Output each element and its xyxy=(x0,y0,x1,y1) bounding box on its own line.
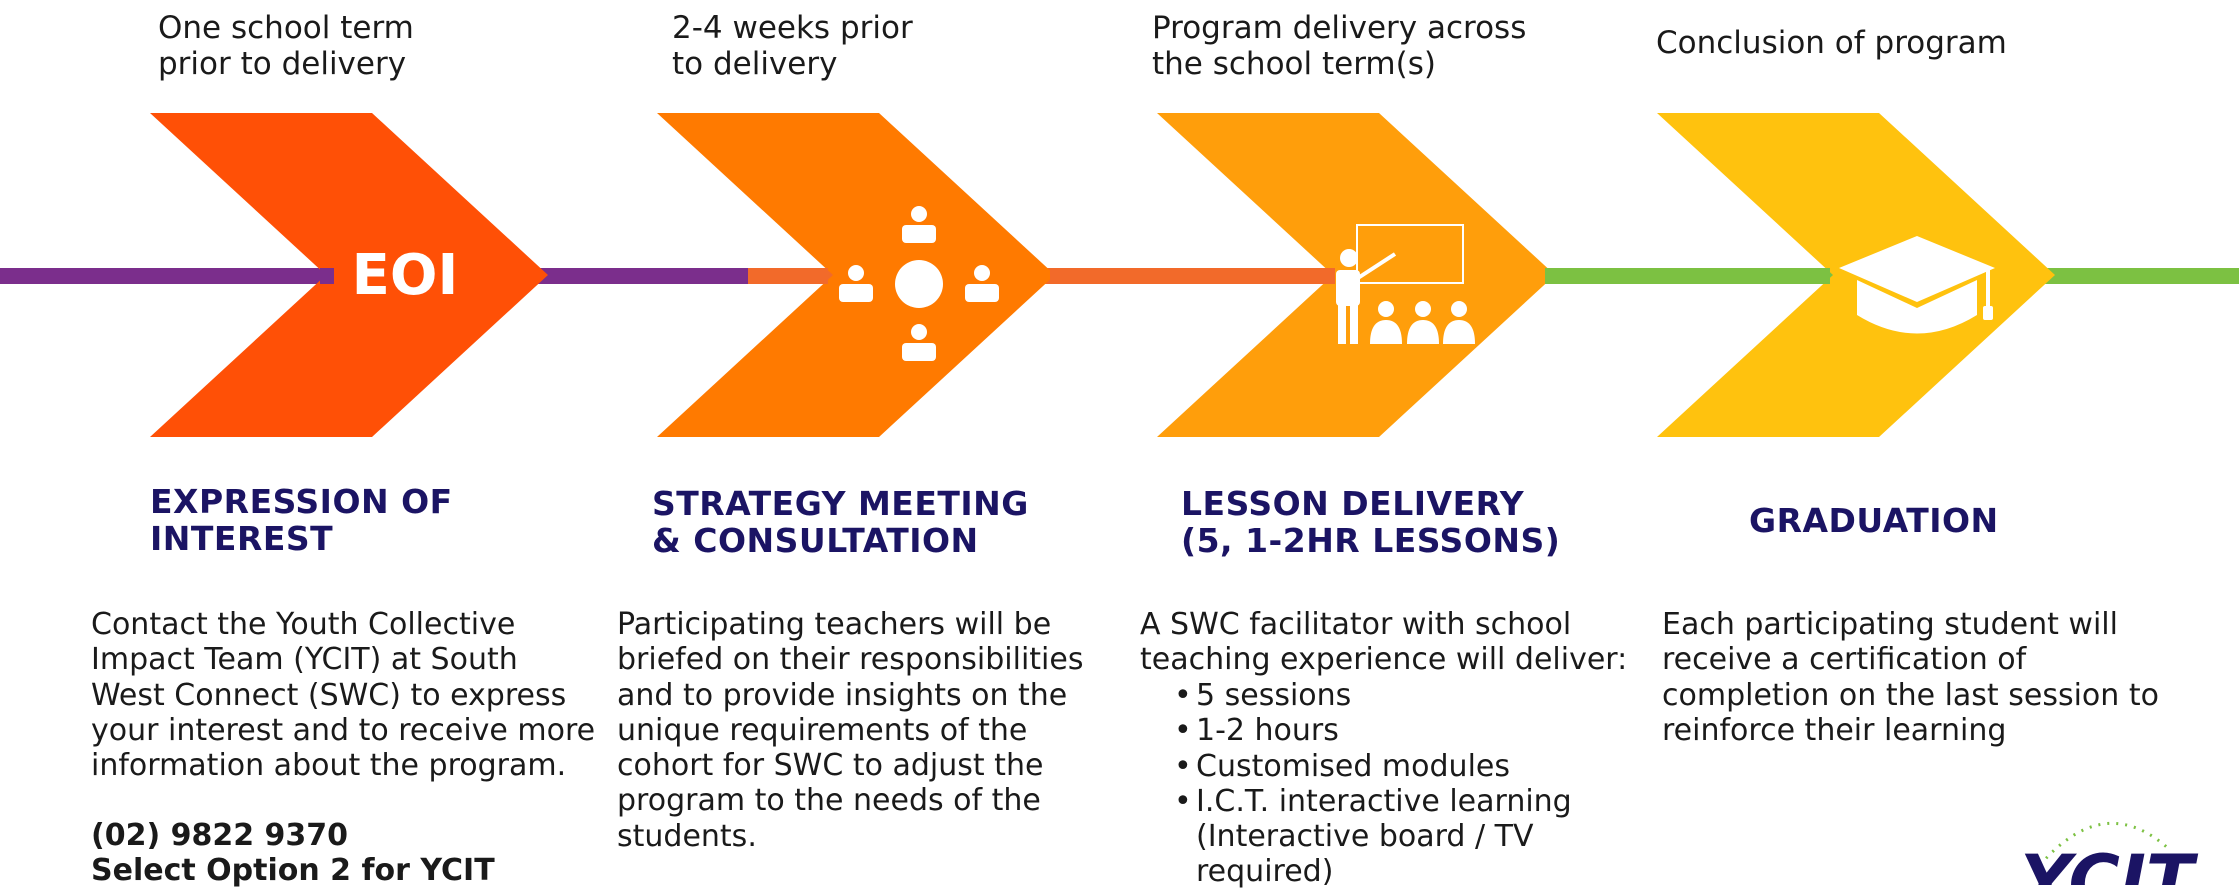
contact-option: Select Option 2 for YCIT xyxy=(91,853,495,888)
meeting-icon xyxy=(839,206,999,361)
stage-2-heading: STRATEGY MEETING & CONSULTATION xyxy=(652,484,1029,560)
stage-4-timing: Conclusion of program xyxy=(1656,25,2007,61)
stage-4-heading: GRADUATION xyxy=(1749,501,1999,540)
stage-1-heading: EXPRESSION OF INTEREST xyxy=(150,482,453,558)
connector-line-in-chevron-4 xyxy=(1545,268,1830,284)
stage-1-description: Contact the Youth Collective Impact Team… xyxy=(91,607,596,784)
stage-4-description: Each participating student will receive … xyxy=(1662,607,2159,748)
stage-1-timing: One school term prior to delivery xyxy=(158,10,414,82)
stage-2-description: Participating teachers will be briefed o… xyxy=(617,607,1084,854)
list-item: 5 sessions xyxy=(1168,678,1572,714)
ycit-logo: YCIT xyxy=(2020,821,2199,885)
stage-2-timing: 2-4 weeks prior to delivery xyxy=(672,10,913,82)
list-item: Customised modules xyxy=(1168,749,1572,785)
connector-line-in-chevron-2 xyxy=(748,268,828,284)
list-item: 1-2 hours xyxy=(1168,713,1572,749)
chevron-stage-1 xyxy=(150,113,548,437)
svg-text:YCIT: YCIT xyxy=(2020,840,2199,885)
connector-line-in-chevron-1 xyxy=(320,268,334,284)
stage-3-timing: Program delivery across the school term(… xyxy=(1152,10,1527,82)
contact-phone[interactable]: (02) 9822 9370 xyxy=(91,818,349,853)
list-item: I.C.T. interactive learning (Interactive… xyxy=(1168,784,1572,890)
stage-3-bullet-list: 5 sessions 1-2 hours Customised modules … xyxy=(1168,678,1572,890)
eoi-icon: EOI xyxy=(352,243,459,308)
stage-3-description: A SWC facilitator with school teaching e… xyxy=(1140,607,1628,678)
classroom-icon xyxy=(1336,224,1475,344)
stage-3-heading: LESSON DELIVERY (5, 1-2HR LESSONS) xyxy=(1181,484,1561,560)
graduation-cap-icon xyxy=(1839,236,1995,334)
connector-line-in-chevron-3 xyxy=(1050,268,1335,284)
